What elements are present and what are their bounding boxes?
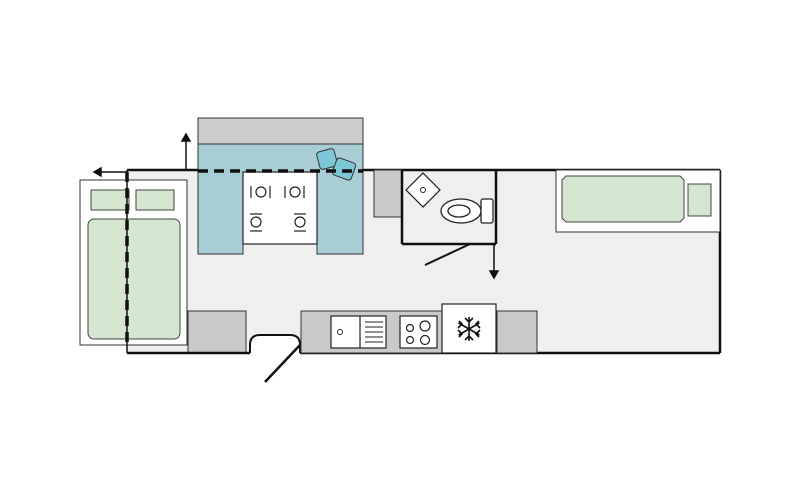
rear-bed-mattress bbox=[561, 175, 685, 223]
slideout-arrow-up bbox=[180, 132, 192, 170]
sink-icon bbox=[330, 315, 387, 349]
bathroom-door-swing bbox=[424, 243, 471, 266]
basin-drain bbox=[420, 187, 426, 193]
cushion bbox=[331, 157, 357, 181]
toilet-icon bbox=[440, 198, 494, 224]
bathroom-arrow-down bbox=[488, 244, 500, 280]
front-cabinet bbox=[187, 310, 247, 354]
slideout-top-panel bbox=[197, 117, 364, 145]
basin bbox=[405, 172, 441, 208]
bathroom-walls bbox=[400, 170, 498, 246]
kitchen-cabinet-right bbox=[496, 310, 538, 354]
bathroom-cabinet bbox=[373, 169, 403, 218]
snowflake-icon bbox=[457, 317, 481, 341]
cushion bbox=[316, 148, 338, 170]
place-setting-icon bbox=[294, 213, 306, 232]
pillow bbox=[687, 183, 712, 217]
place-setting-icon bbox=[284, 186, 305, 198]
pillow bbox=[90, 189, 130, 211]
dining-table bbox=[242, 171, 318, 245]
entry-door-step bbox=[249, 334, 301, 353]
slideout-arrow-left bbox=[92, 166, 127, 178]
place-setting-icon bbox=[250, 186, 271, 198]
cooktop-icon bbox=[399, 315, 438, 349]
front-bed-mattress bbox=[87, 218, 181, 340]
pillow bbox=[135, 189, 175, 211]
entry-door-swing bbox=[264, 344, 301, 383]
place-setting-icon bbox=[250, 213, 262, 232]
